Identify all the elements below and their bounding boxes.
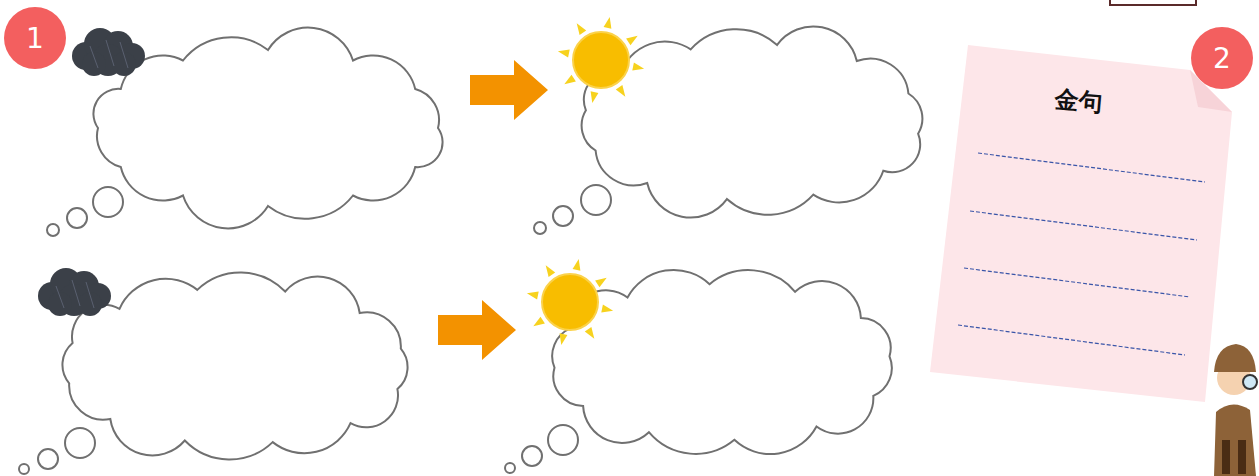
sun-ray: [558, 50, 570, 58]
detective-figure: [1214, 344, 1257, 476]
thought-bubble: [522, 446, 542, 466]
note-fold: [1190, 70, 1232, 112]
thought-bubble: [505, 463, 515, 473]
callout-number: 1: [26, 22, 44, 55]
cloud-outline: [552, 270, 892, 454]
sun-ray: [560, 333, 568, 345]
detective-hat: [1214, 344, 1256, 372]
cloud-outline: [62, 273, 407, 460]
storm-streak: [56, 286, 64, 308]
writing-line: [964, 268, 1190, 297]
storm-streak: [86, 282, 94, 308]
sun-ray: [604, 17, 612, 29]
magnifier: [1243, 375, 1257, 389]
thought-bubble: [581, 185, 611, 215]
thought-bubble: [534, 222, 546, 234]
thought-cloud: [47, 28, 443, 236]
detective-leg: [1238, 440, 1246, 474]
block-arrow: [438, 300, 516, 360]
detective-coat: [1214, 404, 1256, 476]
thought-bubble: [19, 464, 29, 474]
sun-ray: [564, 75, 576, 85]
thought-cloud: [19, 273, 408, 474]
thought-cloud: [505, 270, 892, 473]
storm-cloud-icon: [38, 268, 111, 316]
thought-bubble: [93, 187, 123, 217]
thought-bubble: [548, 425, 578, 455]
cloud-outline: [582, 26, 923, 217]
note-card: 金句: [930, 45, 1232, 402]
thought-cloud: [534, 26, 922, 234]
sun-disc: [573, 32, 629, 88]
storm-streak: [120, 42, 128, 68]
callout-circle: [4, 7, 66, 69]
sun-ray: [577, 23, 587, 35]
block-arrow: [470, 60, 548, 120]
sun-ray: [632, 63, 644, 71]
storm-streak: [90, 46, 98, 68]
thought-bubble: [553, 206, 573, 226]
callout-circle: [1191, 27, 1253, 89]
sun-disc: [542, 274, 598, 330]
sun-ray: [601, 305, 613, 313]
writing-line: [970, 211, 1197, 240]
sun-ray: [585, 327, 595, 339]
thought-bubble: [65, 428, 95, 458]
cloud-outline: [93, 28, 442, 229]
storm-streak: [72, 280, 80, 306]
storm-cloud-icon: [72, 28, 145, 76]
writing-line: [958, 325, 1185, 355]
sun-ray: [591, 91, 599, 103]
partial-box: [1110, 0, 1196, 5]
sun-ray: [626, 36, 638, 46]
sun-ray: [546, 265, 556, 277]
sun-ray: [573, 259, 581, 271]
thought-bubble: [38, 449, 58, 469]
sun-ray: [616, 85, 626, 97]
note-heading: 金句: [1054, 83, 1105, 119]
thought-bubble: [67, 208, 87, 228]
sun-ray: [533, 317, 545, 327]
sun-ray: [527, 292, 539, 300]
writing-line: [978, 153, 1205, 182]
note-paper: [930, 45, 1232, 402]
thought-bubble: [47, 224, 59, 236]
callout-number: 2: [1213, 42, 1231, 75]
sun-icon: [527, 259, 613, 345]
sun-ray: [595, 278, 607, 288]
detective-leg: [1222, 440, 1230, 474]
sun-icon: [558, 17, 644, 103]
storm-streak: [106, 40, 114, 66]
